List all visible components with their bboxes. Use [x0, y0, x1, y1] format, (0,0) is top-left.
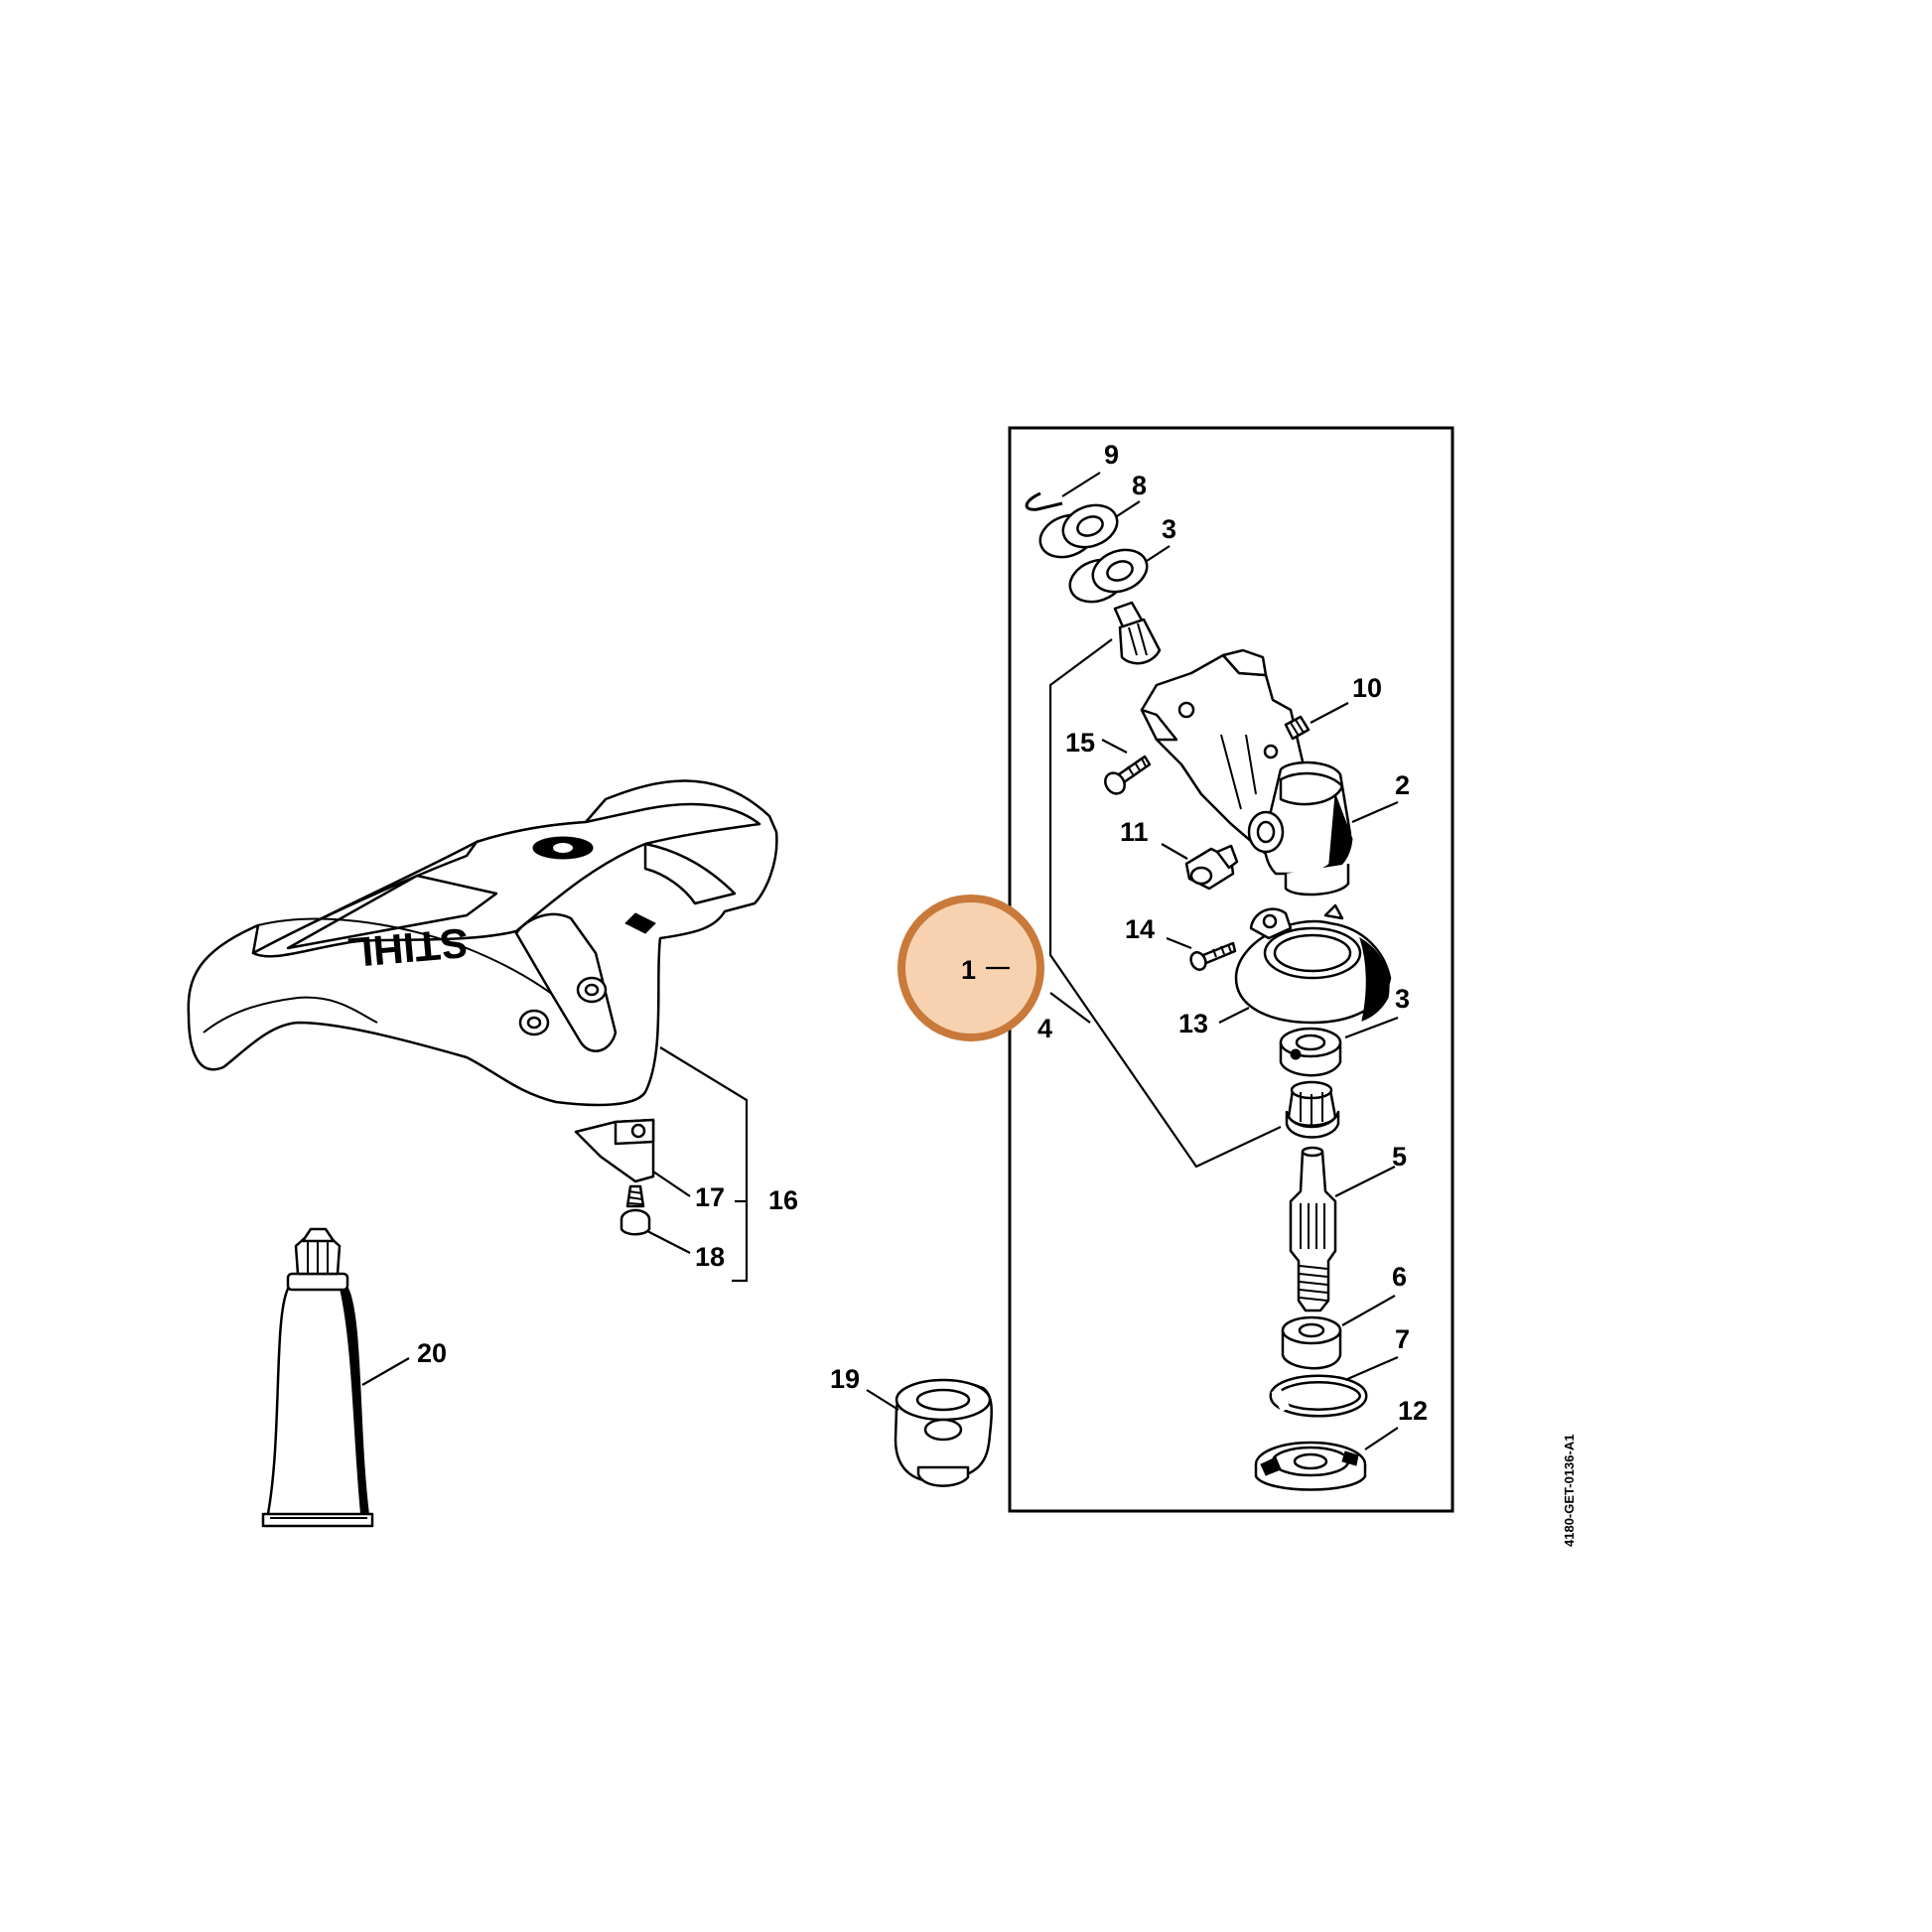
- callout-19[interactable]: 19: [830, 1364, 860, 1394]
- thrust-washer-part[interactable]: [1254, 1441, 1367, 1491]
- thrust-plate-part[interactable]: [894, 1378, 993, 1487]
- callout-16[interactable]: 16: [768, 1185, 798, 1215]
- callout-8[interactable]: 8: [1132, 471, 1147, 500]
- bearing-part-6[interactable]: [1281, 1315, 1342, 1370]
- callout-13[interactable]: 13: [1178, 1009, 1208, 1038]
- callout-12[interactable]: 12: [1398, 1396, 1428, 1426]
- clip-part[interactable]: [574, 1118, 655, 1183]
- callout-6[interactable]: 6: [1392, 1262, 1407, 1292]
- deflector-part[interactable]: STIHL: [187, 779, 778, 1107]
- plug-screw-part-11[interactable]: [1184, 844, 1239, 891]
- bevel-gear[interactable]: [1285, 1080, 1340, 1139]
- screw-part-15[interactable]: [1101, 755, 1152, 797]
- brand-logo: STIHL: [345, 919, 470, 976]
- callout-17[interactable]: 17: [695, 1182, 725, 1212]
- circlip-part-7[interactable]: [1269, 1374, 1368, 1418]
- callout-18[interactable]: 18: [695, 1242, 725, 1272]
- circlip-part-9[interactable]: [1025, 491, 1063, 511]
- callout-5[interactable]: 5: [1392, 1142, 1407, 1172]
- callout-15[interactable]: 15: [1065, 728, 1095, 758]
- bevel-pinion[interactable]: [1113, 601, 1162, 665]
- callout-3-lower[interactable]: 3: [1395, 984, 1410, 1014]
- callout-2[interactable]: 2: [1395, 770, 1410, 800]
- callout-14[interactable]: 14: [1125, 914, 1155, 944]
- screw-part-14[interactable]: [1188, 941, 1237, 972]
- callout-9[interactable]: 9: [1104, 440, 1119, 470]
- grease-tube-part[interactable]: [261, 1227, 374, 1528]
- callout-3-upper[interactable]: 3: [1162, 514, 1176, 544]
- spindle-part[interactable]: [1289, 1146, 1337, 1312]
- set-screw-part-10[interactable]: [1284, 715, 1311, 741]
- bearing-part-8[interactable]: [1035, 498, 1123, 565]
- callout-11[interactable]: 11: [1120, 817, 1149, 847]
- callout-20[interactable]: 20: [417, 1338, 447, 1368]
- bearing-part-3-upper[interactable]: [1064, 543, 1153, 610]
- highlight-marker[interactable]: [897, 895, 1044, 1041]
- document-code: 4180-GET-0136-A1: [1562, 1435, 1577, 1547]
- screw-part-18[interactable]: [620, 1184, 651, 1236]
- callout-4[interactable]: 4: [1037, 1014, 1052, 1043]
- callout-1[interactable]: 1: [961, 955, 976, 985]
- callout-7[interactable]: 7: [1395, 1324, 1410, 1354]
- gear-housing-part[interactable]: [1140, 648, 1353, 897]
- bearing-part-3-lower[interactable]: [1279, 1027, 1342, 1077]
- callout-10[interactable]: 10: [1352, 673, 1382, 703]
- cover-cone-part[interactable]: [1234, 903, 1392, 1025]
